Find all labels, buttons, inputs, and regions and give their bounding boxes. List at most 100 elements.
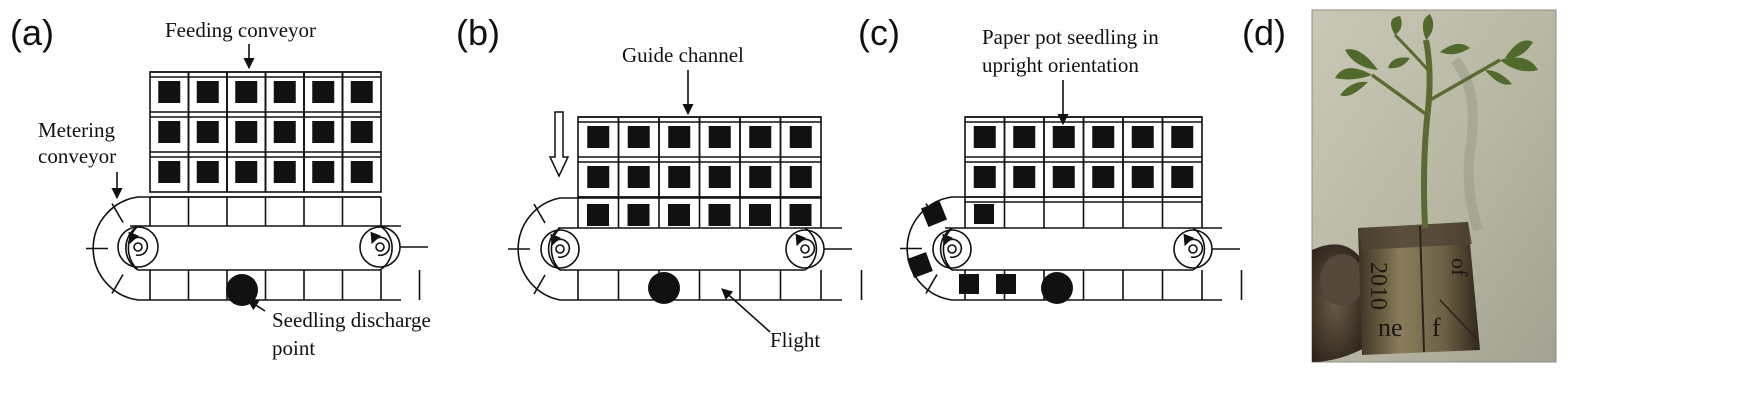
seedling-pot: [196, 161, 219, 183]
curve-flight: [533, 274, 546, 295]
curved-guide-inner: [942, 227, 953, 271]
flight-label: Flight: [770, 328, 820, 352]
curve-flight: [533, 203, 546, 224]
seedling-pot: [312, 121, 335, 143]
panel-a-letter: (a): [10, 12, 54, 53]
seedling-pot: [235, 81, 258, 103]
feeding-conveyor-stack: [149, 71, 382, 198]
rotation-arrow-icon: [128, 231, 149, 257]
upright-stack: [964, 116, 1203, 203]
seedling-pot-in-flight: [668, 204, 690, 226]
seedling-pot: [1131, 166, 1154, 188]
seedling-discharge-label-line2: point: [272, 336, 315, 360]
seedling-pot: [273, 121, 296, 143]
seedling-pot: [1092, 126, 1115, 148]
discharged-pot-c: [1041, 272, 1073, 304]
seedling-pot: [708, 166, 731, 188]
pulley-axle: [375, 242, 385, 252]
panel-a: (a) Feeding conveyor Metering conveyor S…: [10, 12, 431, 360]
seedling-pot: [350, 121, 373, 143]
seedling-pot: [1013, 126, 1036, 148]
pulley-axle: [133, 242, 143, 252]
seedling-discharge-pot: [226, 274, 258, 306]
belt-right-wrap: [804, 227, 818, 271]
curved-guide-inner: [127, 225, 139, 271]
seedling-pot: [973, 126, 996, 148]
seedling-pot: [350, 161, 373, 183]
bottom-pot: [996, 274, 1016, 294]
rotation-arrow-icon: [795, 233, 816, 259]
seedling-pot: [350, 81, 373, 103]
curved-guide-inner: [550, 227, 561, 271]
curve-flight: [111, 203, 124, 223]
metering-conveyor-label-line1: Metering: [38, 118, 115, 142]
seedling-photo: 2010 ne f of: [1311, 9, 1557, 363]
rotation-arrow-icon: [550, 233, 571, 259]
pulley-axle: [555, 244, 565, 254]
seedling-pot: [1052, 126, 1075, 148]
seedling-pot: [668, 126, 691, 148]
seedling-pot: [627, 166, 650, 188]
metering-conveyor: [86, 196, 428, 301]
seedling-pot: [158, 161, 181, 183]
seedling-pot: [973, 166, 996, 188]
belt-right-wrap: [1192, 227, 1206, 271]
panel-c-letter: (c): [858, 12, 900, 53]
seedling-pot: [158, 81, 181, 103]
seedling-pot: [587, 166, 610, 188]
upright-orientation-label-line1: Paper pot seedling in: [982, 25, 1159, 49]
feed-direction-arrow-icon: [548, 111, 570, 178]
seedling-pot: [1171, 166, 1194, 188]
seedling-pot: [196, 121, 219, 143]
pot-print-of: of: [1447, 258, 1472, 277]
seedling-pot: [273, 81, 296, 103]
seedling-pot-in-flight: [789, 204, 812, 226]
belt-left-wrap: [939, 227, 953, 271]
metering-conveyor-label-line2: conveyor: [38, 144, 116, 168]
seedling-pot: [1171, 126, 1194, 148]
seedling-leaves: [1335, 14, 1538, 97]
pulley-axle: [1188, 244, 1198, 254]
seedling-pot: [158, 121, 181, 143]
seedling-pot: [1013, 166, 1036, 188]
entering-pot: [974, 204, 994, 224]
left-pulley: [540, 229, 580, 269]
right-pulley: [1173, 229, 1213, 269]
right-pulley: [785, 229, 825, 269]
seedling-pot: [273, 161, 296, 183]
upright-orientation-label-line2: upright orientation: [982, 53, 1139, 77]
bottom-pot: [959, 274, 979, 294]
seedling-pot-in-flight: [708, 204, 731, 226]
pulley-axle: [947, 244, 957, 254]
tumbling-pot: [907, 252, 933, 278]
guide-channel-label: Guide channel: [622, 43, 744, 67]
metering-conveyor-c: [900, 196, 1243, 301]
discharged-pot-b: [648, 272, 680, 304]
feeding-conveyor-label: Feeding conveyor: [165, 18, 316, 42]
left-pulley: [117, 226, 159, 268]
seedling-pot: [1052, 166, 1075, 188]
seedling-pot: [668, 166, 691, 188]
paper-pot: [1358, 222, 1480, 355]
curve-flight: [925, 274, 938, 294]
panel-d-letter: (d): [1242, 12, 1286, 53]
discharge-point-arrow: [247, 299, 266, 312]
seedling-pot: [587, 126, 610, 148]
seedling-pot: [708, 126, 731, 148]
belt-left-wrap: [547, 227, 561, 271]
seedling-pot: [627, 126, 650, 148]
seedling-pot: [749, 166, 772, 188]
seedling-pot: [789, 166, 812, 188]
left-pulley: [932, 229, 972, 269]
seedling-pot: [312, 81, 335, 103]
pot-print-ne: ne: [1378, 313, 1403, 342]
seedling-pot: [789, 126, 812, 148]
seedling-pot: [196, 81, 219, 103]
panel-c: (c) Paper pot seedling in upright orient…: [858, 12, 1243, 304]
seedling-pot-in-flight: [749, 204, 771, 226]
seedling-pot: [1131, 126, 1154, 148]
seedling-pot: [312, 161, 335, 183]
seedling-stem: [1421, 39, 1433, 229]
tumbling-pot: [920, 200, 948, 228]
